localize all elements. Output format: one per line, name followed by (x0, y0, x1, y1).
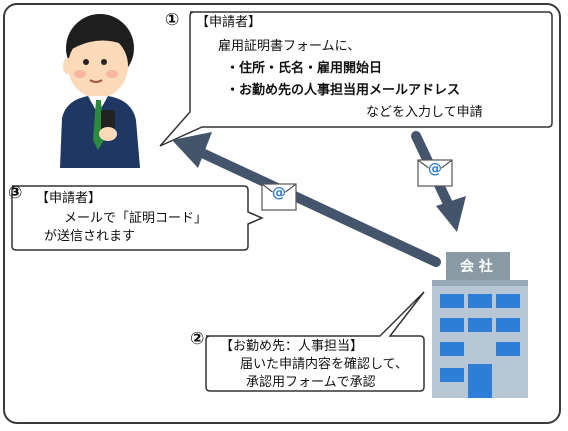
mail-icon-right (417, 159, 453, 187)
speech-bubble-step1 (159, 11, 553, 147)
company-building-illustration (432, 252, 528, 398)
company-sign: 会 社 (460, 259, 493, 275)
mail-at-symbol-right: @ (428, 161, 442, 177)
step3-line1: メールで「証明コード」 (64, 211, 208, 226)
mail-at-symbol-left: @ (272, 185, 286, 201)
step1-bullet1: ・住所・氏名・雇用開始日 (226, 61, 383, 76)
step1-line1: 雇用証明書フォームに、 (218, 39, 361, 54)
arrowhead-applicant (172, 132, 212, 168)
step3-line2: が送信されます (44, 229, 136, 244)
step1-number: ① (165, 10, 180, 30)
arrow-company-to-applicant (195, 147, 441, 267)
step1-line-end: などを入力して申請 (366, 105, 483, 120)
mail-icon-left (261, 183, 297, 211)
applicant-illustration (60, 14, 140, 168)
step3-number: ③ (8, 183, 23, 203)
step1-header: 【申請者】 (196, 15, 262, 30)
step2-line1: 届いた申請内容を確認して、 (240, 357, 408, 372)
step2-header: 【お勤め先：人事担当】 (220, 339, 364, 354)
step2-number: ② (190, 329, 205, 349)
arrowhead-company (436, 196, 466, 232)
speech-bubble-step2 (205, 291, 425, 392)
speech-bubble-step3 (11, 185, 264, 251)
outer-frame (3, 3, 561, 424)
step2-line2: 承認用フォームで承認 (246, 375, 376, 390)
step3-header: 【申請者】 (36, 191, 102, 206)
step1-bullet2: ・お勤め先の人事担当用メールアドレス (226, 83, 461, 98)
